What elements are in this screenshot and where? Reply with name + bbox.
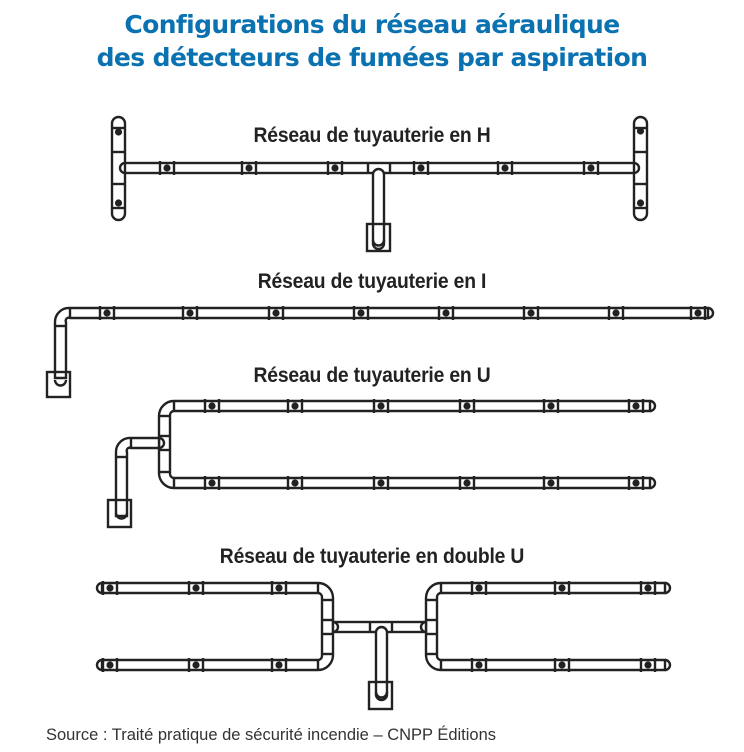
source-caption: Source : Traité pratique de sécurité inc… [46,726,497,744]
title-line-2: des détecteurs de fumées par aspiration [96,43,648,72]
label-u-network: Réseau de tuyauterie en U [253,364,491,387]
i-network-diagram [45,304,715,399]
double-u-network-diagram [95,579,672,711]
label-h-network: Réseau de tuyauterie en H [253,124,491,147]
h-network-diagram [110,115,649,253]
u-network-diagram [106,397,657,529]
page-title: Configurations du réseau aéraulique des … [0,8,744,74]
title-line-1: Configurations du réseau aéraulique [124,10,620,39]
label-double-u-network: Réseau de tuyauterie en double U [219,545,525,568]
label-i-network: Réseau de tuyauterie en I [257,270,487,293]
